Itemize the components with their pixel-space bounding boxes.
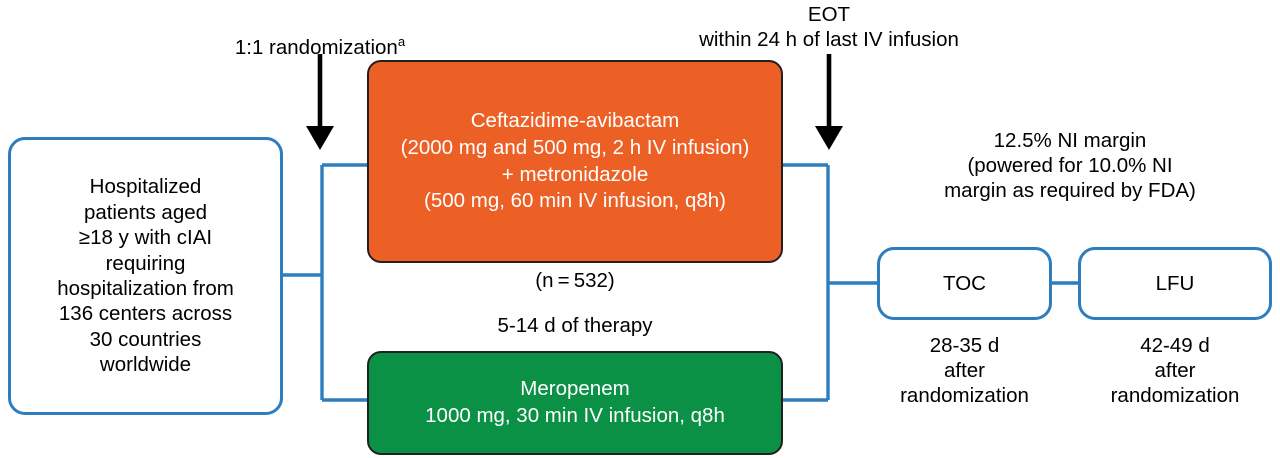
therapy-duration-label: 5-14 d of therapy bbox=[497, 314, 653, 337]
eot-label: EOT within 24 h of last IV infusion bbox=[699, 3, 959, 51]
enrollment-box: Hospitalized patients aged ≥18 y with cI… bbox=[8, 137, 283, 415]
randomization-label-text: 1:1 randomization bbox=[234, 36, 398, 59]
arm-ceftazidime-n-caption: (n = 532) bbox=[535, 269, 615, 292]
randomization-label: 1:1 randomizationa bbox=[212, 10, 428, 60]
eot-arrow bbox=[815, 54, 843, 150]
followup-box-toc: TOC bbox=[877, 247, 1052, 320]
ni-margin-note: 12.5% NI margin (powered for 10.0% NI ma… bbox=[944, 129, 1196, 202]
followup-caption-toc: 28-35 d after randomization bbox=[900, 334, 1029, 407]
treatment-arm-meropenem: Meropenem 1000 mg, 30 min IV infusion, q… bbox=[367, 351, 783, 455]
randomization-footnote-marker: a bbox=[397, 34, 406, 50]
randomization-arrow bbox=[306, 54, 334, 150]
followup-caption-lfu: 42-49 d after randomization bbox=[1110, 334, 1240, 407]
treatment-arm-ceftazidime-avibactam: Ceftazidime-avibactam (2000 mg and 500 m… bbox=[367, 60, 783, 263]
followup-box-lfu: LFU bbox=[1078, 247, 1272, 320]
